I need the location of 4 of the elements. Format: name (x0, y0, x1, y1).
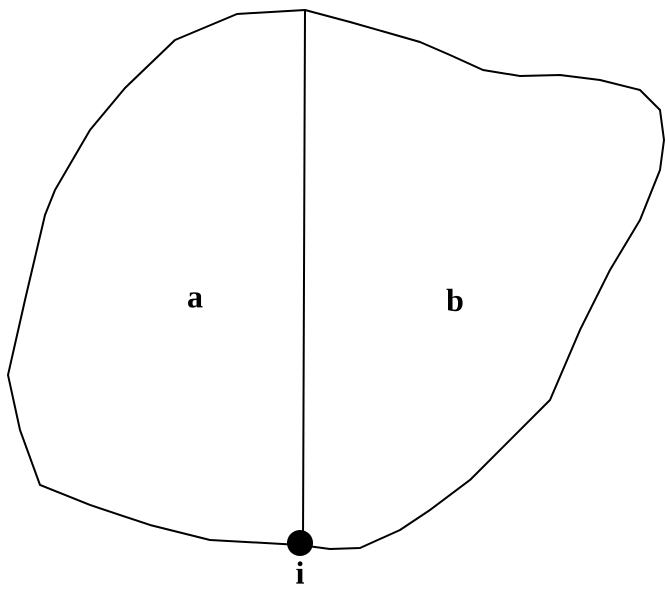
dot (287, 530, 313, 556)
region-label: b (446, 288, 463, 312)
point-label: i (296, 561, 304, 584)
region-label: a (188, 292, 203, 308)
